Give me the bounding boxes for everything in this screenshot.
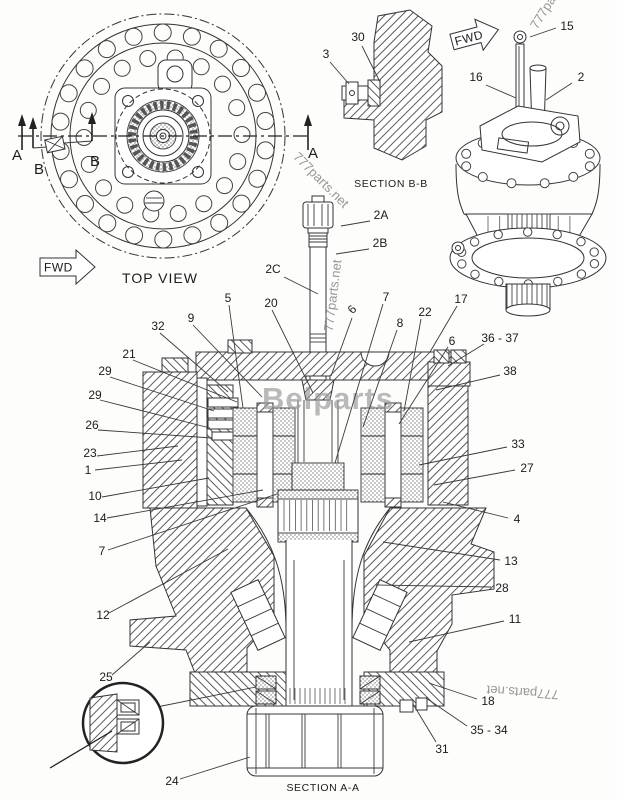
- callout: 26: [85, 418, 99, 432]
- callout: 31: [435, 742, 449, 756]
- fwd-arrow-top-view: FWD: [39, 248, 96, 286]
- callout: 35 - 34: [470, 723, 508, 737]
- cover-bolt: [227, 339, 253, 354]
- section-a-label-left: A: [12, 147, 22, 164]
- cover-bolt: [450, 349, 467, 364]
- breather-cap: [513, 30, 527, 44]
- leader-line: [329, 61, 350, 85]
- top-plate: [479, 105, 581, 163]
- leader-line: [340, 220, 371, 227]
- section-a-label-right: A: [308, 145, 318, 162]
- callout: 7: [383, 290, 390, 304]
- callout: 5: [225, 291, 232, 305]
- section-aa-drawing: SECTION A-A: [49, 339, 495, 794]
- callout: 13: [504, 554, 518, 568]
- planet-pin-right: [384, 402, 402, 508]
- callout: 12: [96, 608, 110, 622]
- mount-bolt: [161, 357, 189, 373]
- callout: 33: [511, 437, 525, 451]
- top-view-drawing: A A B B FWD TOP VIEW: [12, 13, 318, 286]
- coupling-splines: [283, 500, 348, 531]
- callout: 2B: [373, 236, 388, 250]
- callout: 25: [99, 670, 113, 684]
- taper-bearing-right: [352, 578, 408, 652]
- callout: 9: [188, 311, 195, 325]
- drain-screw: [143, 190, 165, 212]
- mount-tab-top: [157, 59, 193, 93]
- seal-stack-left: [255, 675, 277, 705]
- callout: 30: [351, 30, 365, 44]
- callout: 28: [495, 581, 509, 595]
- dipstick-assembly: 2A 2B 2C: [265, 195, 389, 383]
- planet-pin-left: [256, 402, 274, 508]
- callout: 6: [449, 334, 456, 348]
- leader-line: [361, 45, 380, 81]
- section-bb-title: SECTION B-B: [354, 178, 428, 190]
- sun-gear: [291, 462, 345, 494]
- isometric-view-drawing: FWD 15 16 2: [449, 18, 607, 317]
- section-bb-drawing: 3 30 SECTION B-B: [323, 9, 443, 190]
- callout: 2A: [374, 208, 389, 222]
- callout: 22: [418, 305, 432, 319]
- shaft-splines: [289, 688, 346, 704]
- leader-line: [335, 248, 370, 255]
- leader-line: [545, 82, 573, 101]
- fwd-arrow-iso: FWD: [449, 18, 500, 52]
- left-carrier-block: [142, 371, 198, 509]
- callout: 29: [98, 364, 112, 378]
- callout: 17: [454, 292, 468, 306]
- lower-coupling: [246, 705, 384, 777]
- section-b-label-right: B: [90, 153, 100, 170]
- section-aa-title: SECTION A-A: [286, 782, 359, 794]
- callout: 29: [88, 388, 102, 402]
- seal-stack-right: [359, 675, 381, 705]
- leader-line: [283, 276, 319, 295]
- seal-detail-magnifier: [49, 681, 257, 769]
- callout-labels: 5 20 32 9 21 29 29 26 23 1 10 14 7 12 25…: [83, 290, 534, 788]
- callout: 11: [509, 612, 522, 626]
- callout: 15: [560, 19, 574, 33]
- flange-bolt: [399, 699, 414, 713]
- dipstick-cap: [302, 201, 334, 229]
- callout: 10: [88, 489, 102, 503]
- callout: 38: [503, 364, 517, 378]
- brand-watermark: Belparts: [262, 381, 394, 416]
- callout: 7: [99, 544, 106, 558]
- callout: 27: [520, 461, 534, 475]
- section-line-a-a: [18, 114, 312, 150]
- taper-bearing-left: [230, 578, 286, 652]
- flange-bolt: [415, 697, 428, 711]
- callout: 6: [345, 302, 360, 317]
- callout: 2C: [265, 262, 281, 276]
- ring-gear-right: [427, 385, 469, 506]
- top-view-title: TOP VIEW: [122, 270, 198, 286]
- section-b-label-left: B: [34, 161, 44, 178]
- callout: 1: [85, 463, 92, 477]
- callout: 14: [93, 511, 107, 525]
- callout: 21: [122, 347, 136, 361]
- section-line-b-b: [29, 112, 96, 154]
- fitting-collar: [367, 79, 381, 107]
- callout: 8: [397, 316, 404, 330]
- callout-leaders: [94, 303, 516, 780]
- callout: 24: [165, 774, 179, 788]
- callout: 20: [264, 296, 278, 310]
- callout: 36 - 37: [481, 331, 519, 345]
- callout: 2: [578, 70, 585, 84]
- bottom-flange: [449, 227, 607, 289]
- callout: 3: [323, 47, 330, 61]
- fwd-label: FWD: [44, 261, 73, 275]
- callout: 18: [481, 694, 495, 708]
- leader-line: [485, 84, 517, 99]
- dipstick-thread: [308, 232, 328, 248]
- callout: 16: [469, 70, 483, 84]
- leader-line: [529, 27, 557, 38]
- callout: 4: [514, 512, 521, 526]
- site-watermark-inverted: 777parts.net: [486, 682, 560, 702]
- callout: 32: [151, 319, 165, 333]
- callout: 23: [83, 446, 97, 460]
